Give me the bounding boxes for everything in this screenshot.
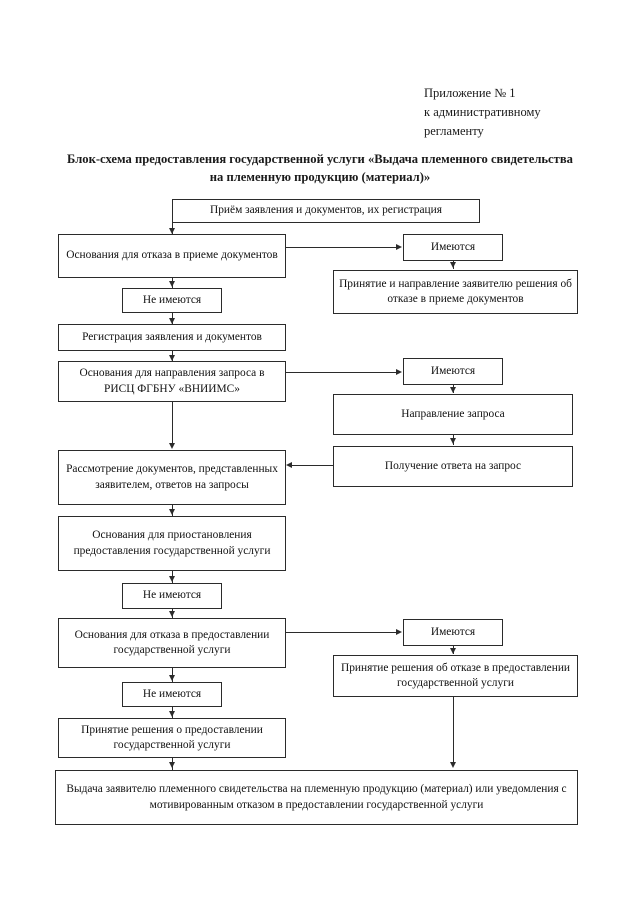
flow-node-label: Принятие решения о предоставлении госуда…	[81, 723, 263, 751]
flow-node-label: Не имеются	[142, 687, 202, 700]
flow-node-receive-answer[interactable]: Получение ответа на запрос	[333, 446, 574, 488]
flow-node-label: Принятие решения об отказе в предоставле…	[340, 661, 571, 689]
flow-node-review-documents[interactable]: Рассмотрение документов, представленных …	[58, 450, 287, 506]
arrow-n16-n19	[450, 762, 456, 768]
connector-n16-n19	[453, 697, 454, 763]
flow-node-service-grant-decision[interactable]: Принятие решения о предоставлении госуда…	[58, 718, 287, 759]
flow-node-label: Регистрация заявления и документов	[82, 330, 262, 343]
flow-node-service-refusal-decision[interactable]: Принятие решения об отказе в предоставле…	[333, 655, 579, 698]
arrow-n12-n13	[169, 576, 175, 582]
arrow-n8-n9	[450, 387, 456, 393]
flow-node-label: Рассмотрение документов, представленных …	[66, 463, 278, 491]
connector-n7-n11	[172, 402, 173, 444]
arrow-n13-n14	[169, 611, 175, 617]
connector-n14-n15	[286, 632, 397, 633]
arrow-n15-n16	[450, 648, 456, 654]
arrow-n6-n7	[169, 355, 175, 361]
arrow-n3-n4	[450, 262, 456, 268]
flow-node-suspension-grounds[interactable]: Основания для приостановления предоставл…	[58, 516, 287, 572]
flow-node-label: Выдача заявителю племенного свидетельств…	[66, 783, 567, 811]
flow-node-issue-certificate[interactable]: Выдача заявителю племенного свидетельств…	[55, 770, 579, 826]
flow-node-grounds-absent-3[interactable]: Не имеются	[122, 682, 223, 708]
flow-node-refusal-grounds-intake[interactable]: Основания для отказа в приеме документов	[58, 234, 287, 279]
flow-node-label: Направление запроса	[401, 407, 505, 420]
flow-node-intake[interactable]: Приём заявления и документов, их регистр…	[172, 199, 481, 224]
arrow-n1-n2	[169, 228, 175, 234]
page-title: Блок-схема предоставления государственно…	[67, 152, 573, 185]
flow-node-grounds-present-3[interactable]: Имеются	[403, 619, 504, 647]
arrow-n5-n6	[169, 318, 175, 324]
appendix-reference: Приложение № 1 к административному регла…	[424, 86, 541, 138]
arrow-n2-n3	[396, 243, 402, 250]
arrow-n14-n17	[169, 675, 175, 681]
flow-node-grounds-absent-2[interactable]: Не имеются	[122, 583, 223, 610]
flow-node-refusal-decision-intake[interactable]: Принятие и направление заявителю решения…	[333, 270, 579, 315]
arrow-n2-n5	[169, 281, 175, 287]
flow-node-grounds-present-1[interactable]: Имеются	[403, 234, 504, 262]
flow-node-request-grounds[interactable]: Основания для направления запроса в РИСЦ…	[58, 361, 287, 403]
flow-node-label: Не имеются	[142, 589, 202, 602]
flow-node-label: Основания для приостановления предоставл…	[73, 529, 271, 557]
arrow-n7-n8	[396, 368, 402, 375]
arrow-n7-n11	[169, 443, 175, 449]
connector-n10-n11	[292, 465, 333, 466]
arrow-n14-n15	[396, 628, 402, 635]
flow-node-service-refusal-grounds[interactable]: Основания для отказа в предоставлении го…	[58, 618, 287, 669]
arrow-n17-n18	[169, 711, 175, 717]
flow-node-label: Основания для отказа в приеме документов	[66, 249, 278, 262]
flow-node-label: Не имеются	[142, 293, 202, 306]
flow-node-grounds-present-2[interactable]: Имеются	[403, 358, 504, 386]
flow-node-send-request[interactable]: Направление запроса	[333, 394, 574, 436]
flow-node-label: Основания для направления запроса в РИСЦ…	[79, 367, 265, 395]
arrow-n10-n11	[286, 461, 292, 468]
arrow-n9-n10	[450, 438, 456, 444]
flow-node-label: Имеются	[430, 625, 476, 638]
flow-node-label: Приём заявления и документов, их регистр…	[210, 204, 442, 217]
connector-n2-n3	[286, 247, 397, 248]
flow-node-label: Получение ответа на запрос	[384, 459, 522, 472]
arrow-n11-n12	[169, 509, 175, 515]
flow-node-label: Имеются	[430, 364, 476, 377]
flow-node-label: Принятие и направление заявителю решения…	[339, 277, 572, 305]
flow-node-label: Имеются	[430, 240, 476, 253]
arrow-n18-n19	[169, 762, 175, 768]
flow-node-label: Основания для отказа в предоставлении го…	[74, 628, 270, 656]
flow-node-registration[interactable]: Регистрация заявления и документов	[58, 324, 287, 352]
flow-node-grounds-absent-1[interactable]: Не имеются	[122, 288, 223, 314]
connector-n7-n8	[286, 372, 397, 373]
